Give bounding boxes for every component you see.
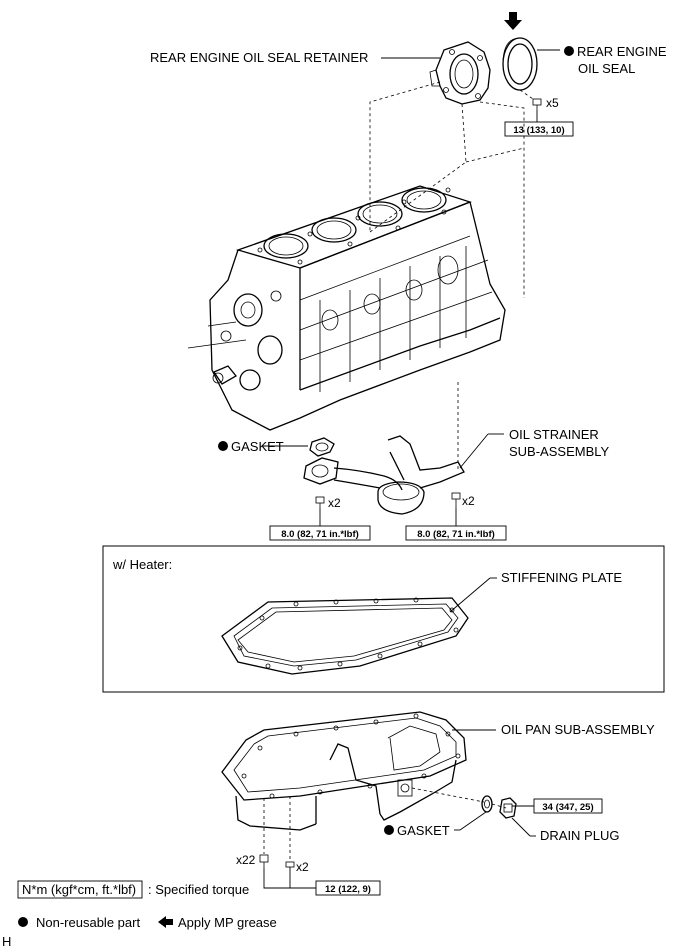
strainer-label-line2: SUB-ASSEMBLY bbox=[509, 444, 610, 459]
strainer-label-line1: OIL STRAINER bbox=[509, 427, 599, 442]
engine-block bbox=[187, 185, 506, 431]
strainer-left-torque: 8.0 (82, 71 in.*lbf) bbox=[281, 529, 359, 540]
rear-oil-seal bbox=[502, 37, 538, 91]
gasket-upper-label: GASKET bbox=[231, 439, 284, 454]
strainer-right-torque: 8.0 (82, 71 in.*lbf) bbox=[417, 529, 495, 540]
rear-seal-label-line1: REAR ENGINE bbox=[577, 44, 667, 59]
drain-plug bbox=[499, 797, 517, 819]
stiffening-plate bbox=[221, 597, 469, 675]
drain-plug-label: DRAIN PLUG bbox=[540, 828, 619, 843]
rear-oil-seal-retainer bbox=[429, 41, 491, 105]
nonreusable-dot-icon bbox=[18, 917, 28, 927]
oil-pan-label: OIL PAN SUB-ASSEMBLY bbox=[501, 722, 655, 737]
retainer-bolt-icon bbox=[532, 98, 542, 110]
legend-torque-desc: : Specified torque bbox=[148, 882, 249, 897]
legend-apply-grease: Apply MP grease bbox=[178, 915, 277, 930]
heater-section-box bbox=[102, 545, 665, 693]
drain-plug-gasket bbox=[481, 795, 493, 813]
nonreusable-dot-icon bbox=[564, 46, 574, 56]
strainer-gasket bbox=[309, 437, 335, 457]
grease-arrow-icon bbox=[158, 916, 173, 928]
strainer-right-qty: x2 bbox=[462, 494, 475, 508]
oil-strainer bbox=[303, 435, 465, 515]
legend: N*m (kgf*cm, ft.*lbf) : Specified torque… bbox=[17, 880, 277, 930]
heater-title: w/ Heater: bbox=[112, 557, 172, 572]
retainer-bolt-qty: x5 bbox=[546, 96, 559, 110]
retainer-torque: 13 (133, 10) bbox=[513, 125, 564, 136]
pan-bolt-icon bbox=[259, 854, 269, 868]
pan-nut-icon bbox=[285, 861, 295, 868]
oil-pan-torque: 12 (122, 9) bbox=[325, 884, 371, 895]
nonreusable-dot-icon bbox=[384, 825, 394, 835]
gasket-lower-label: GASKET bbox=[397, 823, 450, 838]
legend-torque-units: N*m (kgf*cm, ft.*lbf) bbox=[22, 882, 136, 897]
grease-arrow-icon bbox=[504, 12, 522, 30]
stiffening-plate-label: STIFFENING PLATE bbox=[501, 570, 622, 585]
pan-bolt-qty: x22 bbox=[236, 853, 256, 867]
rear-seal-label-line2: OIL SEAL bbox=[578, 61, 635, 76]
oil-pan bbox=[221, 711, 467, 831]
corner-mark: H bbox=[2, 934, 11, 949]
strainer-left-qty: x2 bbox=[328, 496, 341, 510]
rear-retainer-label: REAR ENGINE OIL SEAL RETAINER bbox=[150, 50, 368, 65]
legend-nonreusable: Non-reusable part bbox=[36, 915, 140, 930]
nonreusable-dot-icon bbox=[218, 441, 228, 451]
strainer-bolt-left-icon bbox=[315, 496, 325, 508]
pan-nut-qty: x2 bbox=[296, 860, 309, 874]
strainer-bolt-right-icon bbox=[451, 492, 461, 508]
drain-plug-torque: 34 (347, 25) bbox=[542, 802, 593, 813]
